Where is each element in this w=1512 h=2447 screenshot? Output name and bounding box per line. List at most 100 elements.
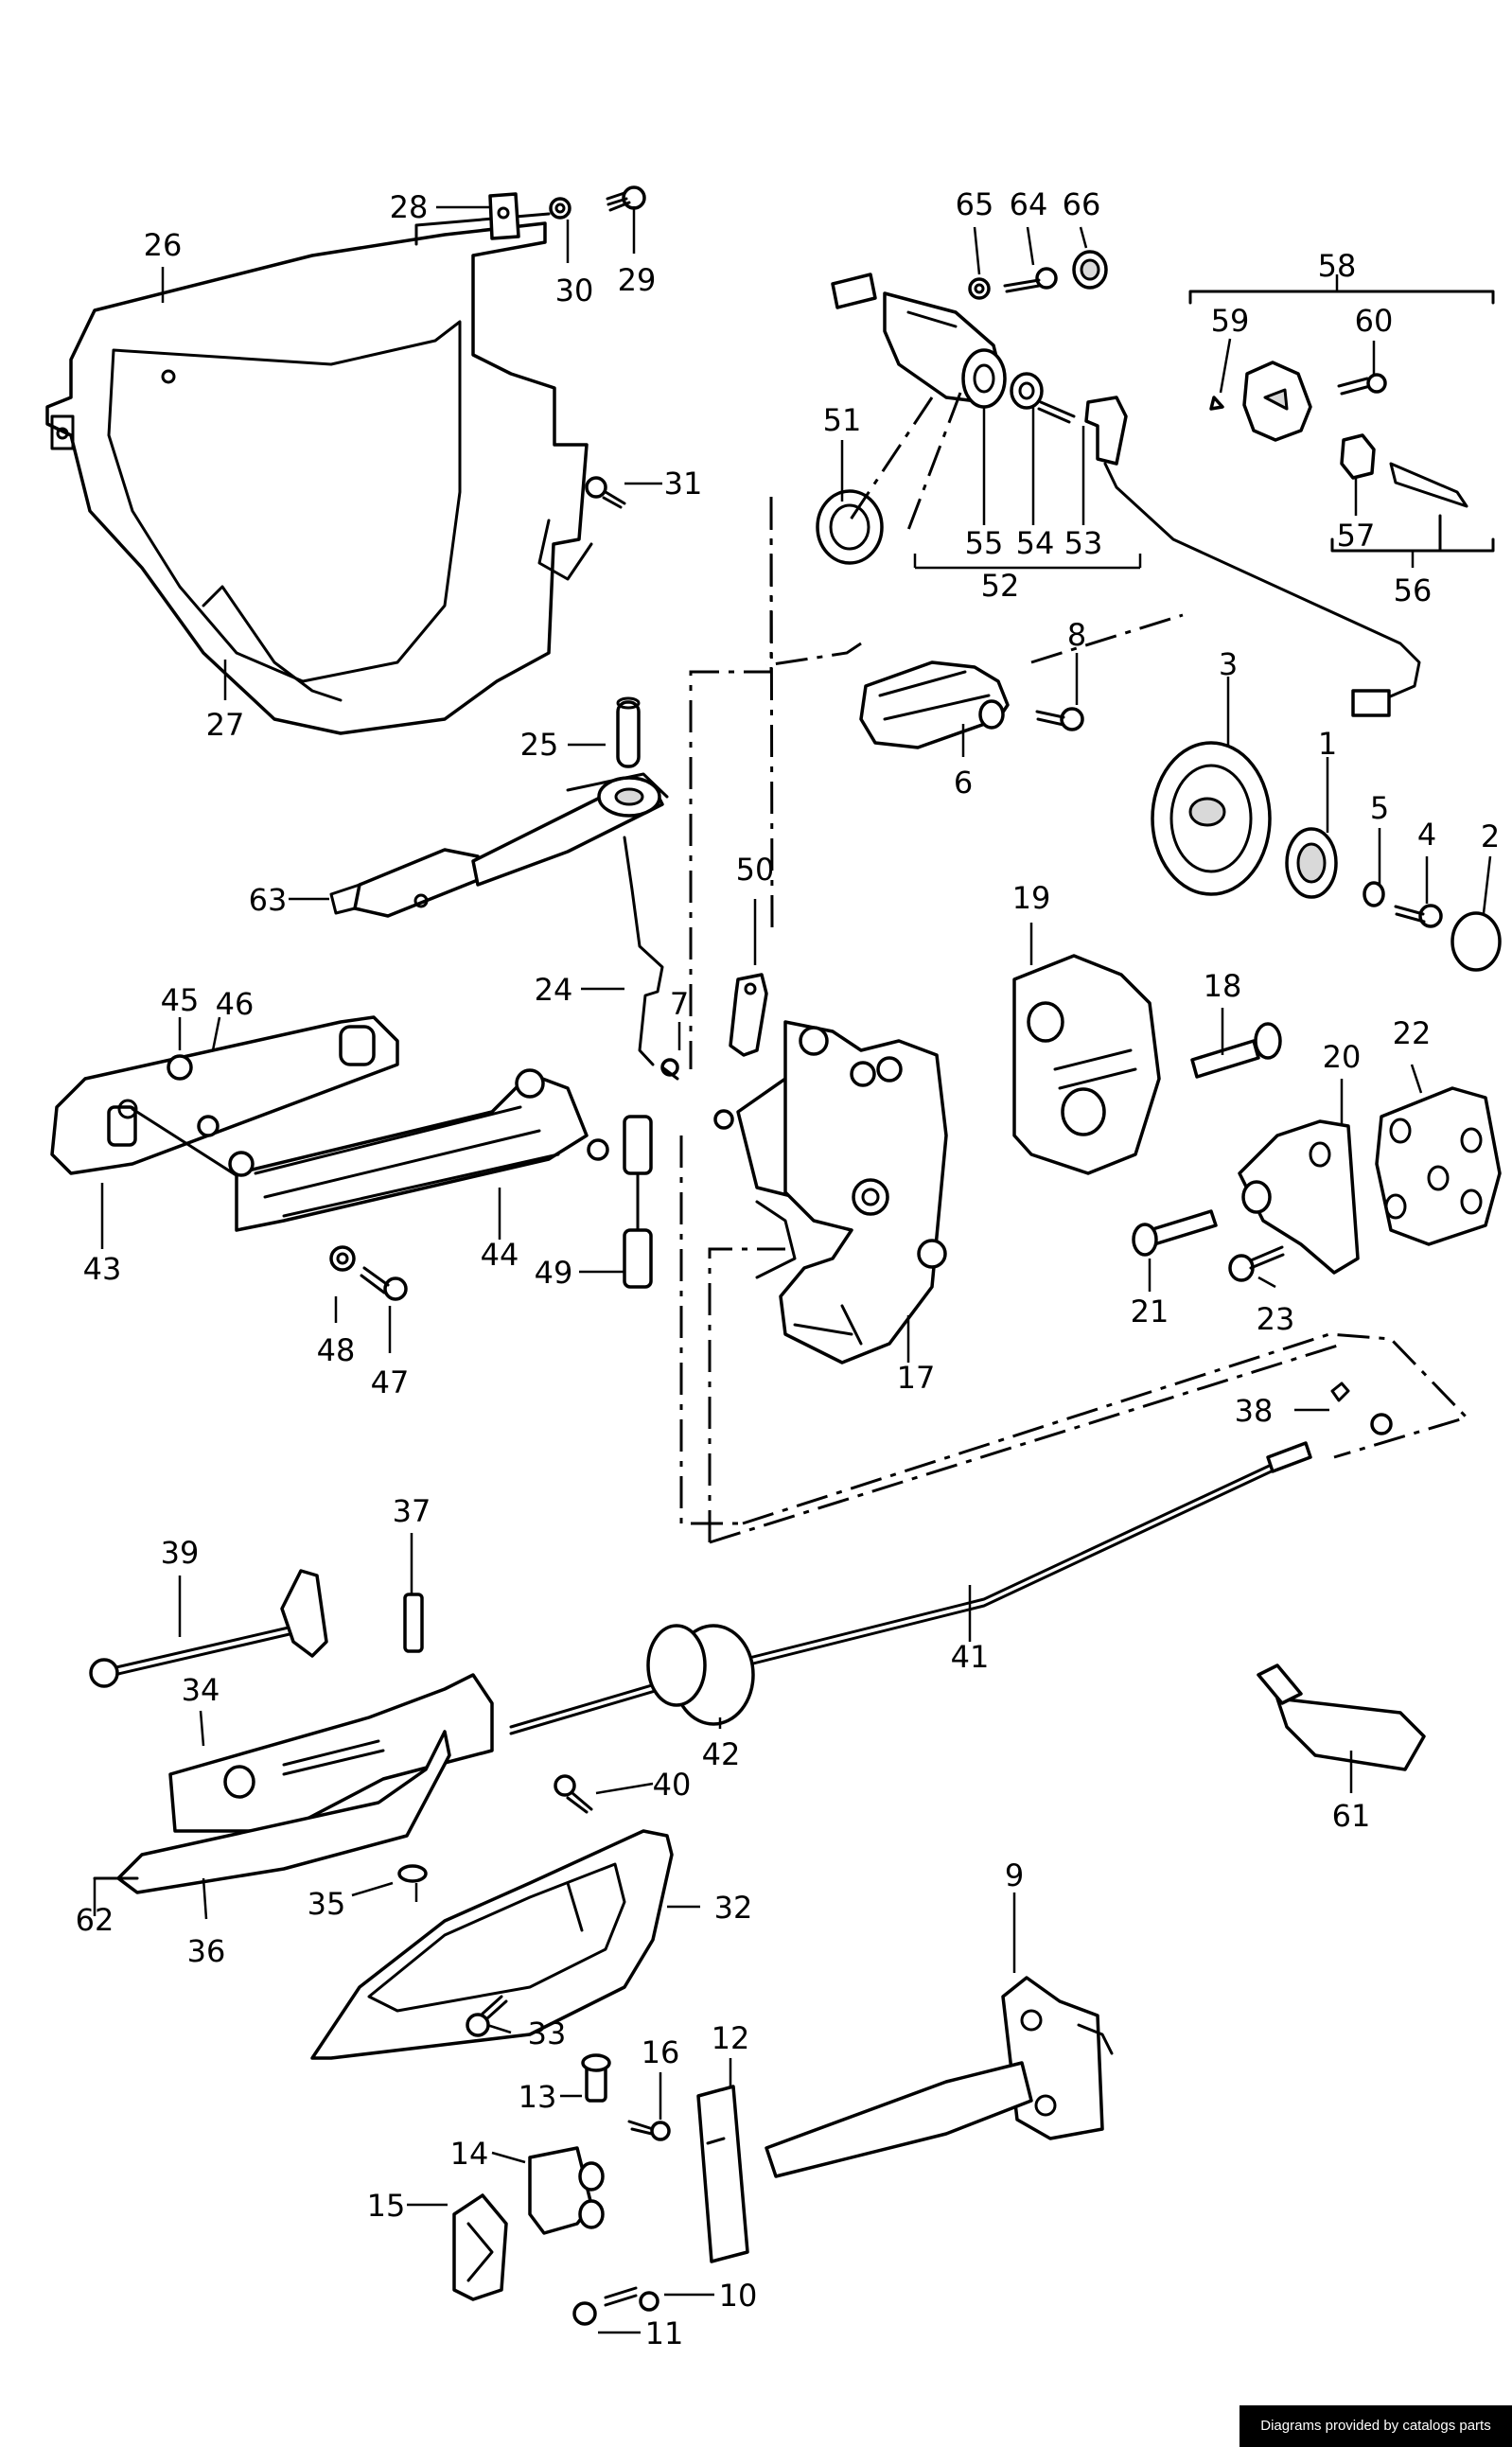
callout-49: 49 <box>535 1255 573 1291</box>
screw-31-drawing <box>585 476 626 509</box>
callout-25: 25 <box>520 727 559 763</box>
screw-47-washer-48-drawing <box>329 1245 408 1301</box>
callout-34: 34 <box>182 1672 220 1708</box>
callout-22: 22 <box>1393 1015 1432 1051</box>
callout-65: 65 <box>956 186 994 222</box>
dashed-guide-lines <box>679 392 1469 1544</box>
leader-lines <box>93 205 1492 2334</box>
callout-37: 37 <box>393 1493 431 1529</box>
callout-7: 7 <box>670 986 689 1022</box>
callout-35: 35 <box>308 1886 346 1922</box>
callout-32: 32 <box>714 1890 753 1926</box>
callout-38: 38 <box>1235 1393 1274 1429</box>
callout-16: 16 <box>642 2034 680 2070</box>
seal-51-drawing <box>816 489 884 565</box>
washer-35-drawing <box>397 1864 428 1883</box>
callout-43: 43 <box>83 1251 122 1287</box>
callout-24: 24 <box>535 972 573 1008</box>
callout-56: 56 <box>1394 572 1433 608</box>
callout-21: 21 <box>1131 1294 1169 1329</box>
callout-6: 6 <box>954 765 973 801</box>
callout-20: 20 <box>1323 1039 1362 1075</box>
clip-38-drawing <box>1330 1382 1393 1435</box>
callout-46: 46 <box>216 986 255 1022</box>
callout-1: 1 <box>1318 726 1337 762</box>
callout-28: 28 <box>390 189 429 225</box>
callout-66: 66 <box>1063 186 1101 222</box>
plates-20-22-drawing <box>1238 1086 1502 1275</box>
callout-45: 45 <box>161 982 200 1018</box>
callout-23: 23 <box>1257 1301 1295 1337</box>
door-trim-panel-drawing <box>45 212 593 735</box>
grease-tube-61-drawing <box>1257 1664 1426 1771</box>
callout-27: 27 <box>206 707 245 743</box>
callout-2: 2 <box>1481 819 1500 854</box>
callout-9: 9 <box>1005 1857 1024 1893</box>
callout-33: 33 <box>528 2016 567 2051</box>
callout-53: 53 <box>1064 525 1103 561</box>
door-lock-17-drawing <box>713 1020 948 1364</box>
credit-badge: Diagrams provided by catalogs parts <box>1239 2405 1512 2447</box>
callout-47: 47 <box>371 1364 410 1400</box>
callout-14: 14 <box>450 2136 489 2172</box>
callout-10: 10 <box>719 2278 758 2314</box>
screw-40-drawing <box>554 1774 593 1814</box>
door-check-plate-12-drawing <box>452 2053 749 2326</box>
screws-18-21-23-drawing <box>1132 1022 1285 1282</box>
callout-30: 30 <box>555 273 594 308</box>
actuator-63-drawing <box>329 772 669 918</box>
callout-39: 39 <box>161 1535 200 1571</box>
door-check-9-drawing <box>765 1976 1114 2178</box>
rod-39-drawing <box>89 1569 328 1688</box>
callout-29: 29 <box>618 262 657 298</box>
callout-44: 44 <box>481 1237 519 1273</box>
callout-13: 13 <box>519 2079 557 2115</box>
link-50-drawing <box>729 973 768 1057</box>
callout-50: 50 <box>736 852 775 888</box>
callout-63: 63 <box>249 882 288 918</box>
callout-58: 58 <box>1318 248 1357 284</box>
door-handle-34-drawing <box>93 1673 494 1894</box>
callout-55: 55 <box>965 525 1004 561</box>
clip-7-drawing <box>660 1058 679 1081</box>
credit-text: Diagrams provided by catalogs parts <box>1260 2418 1491 2434</box>
striker-19-drawing <box>1012 954 1161 1175</box>
linkage-49-drawing <box>623 1115 653 1289</box>
lock-cylinder-drawing <box>831 273 1421 717</box>
callout-61: 61 <box>1332 1798 1371 1834</box>
callout-5: 5 <box>1370 790 1389 826</box>
callout-17: 17 <box>897 1360 936 1396</box>
callout-26: 26 <box>144 227 183 263</box>
callout-60: 60 <box>1355 303 1394 339</box>
callout-8: 8 <box>1067 617 1086 653</box>
callout-42: 42 <box>702 1736 741 1772</box>
callout-4: 4 <box>1417 817 1436 853</box>
callout-18: 18 <box>1204 968 1242 1004</box>
cover-gear-drawing <box>1151 741 1502 972</box>
callout-40: 40 <box>653 1767 692 1803</box>
callout-19: 19 <box>1012 880 1051 916</box>
callout-3: 3 <box>1219 646 1238 682</box>
callout-54: 54 <box>1016 525 1055 561</box>
callout-11: 11 <box>645 2315 684 2351</box>
rod-24-drawing <box>623 836 664 1066</box>
pin-25-drawing <box>616 696 641 768</box>
callout-48: 48 <box>317 1332 356 1368</box>
callout-12: 12 <box>712 2020 750 2056</box>
cable-41-drawing <box>509 1441 1312 1735</box>
callout-labels: 1 2 3 4 5 6 7 8 9 10 11 12 13 14 15 16 1… <box>76 186 1501 2351</box>
callout-62: 62 <box>76 1902 114 1938</box>
switch-6-drawing <box>859 660 1084 749</box>
callout-15: 15 <box>367 2188 406 2224</box>
key-drawing <box>1188 290 1495 553</box>
callout-36: 36 <box>187 1933 226 1969</box>
callout-31: 31 <box>664 466 703 502</box>
callout-59: 59 <box>1211 303 1250 339</box>
callout-57: 57 <box>1337 518 1376 554</box>
callout-52: 52 <box>981 568 1020 604</box>
callout-41: 41 <box>951 1639 990 1675</box>
callout-51: 51 <box>823 402 862 438</box>
bezel-32-drawing <box>310 1829 674 2060</box>
handle-assembly-drawing <box>50 1015 609 1232</box>
